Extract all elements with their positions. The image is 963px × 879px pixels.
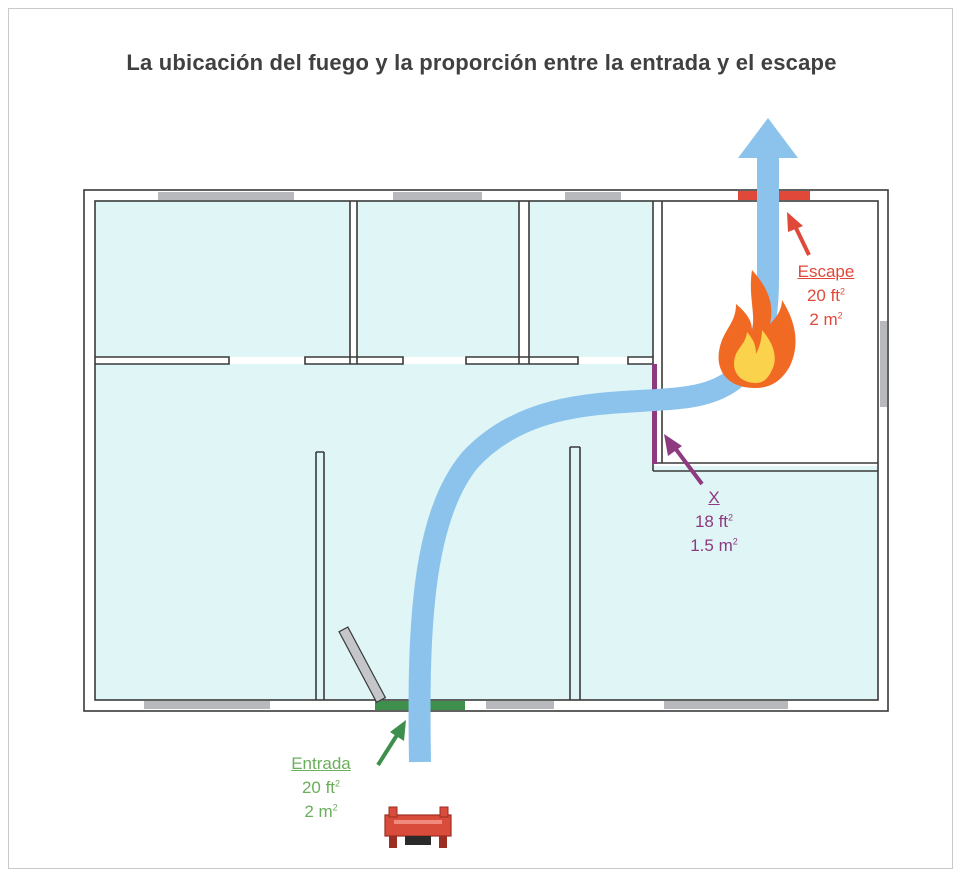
entrada-name: Entrada bbox=[291, 754, 351, 773]
entrada-area-ft: 20 ft2 bbox=[301, 778, 341, 797]
x-opening bbox=[652, 364, 657, 464]
entrada-pointer-arrow bbox=[376, 720, 406, 767]
room-bottom-right bbox=[580, 466, 878, 700]
walls bbox=[83, 189, 889, 712]
room-top-left bbox=[95, 201, 350, 357]
escape-area-m: 2 m2 bbox=[809, 310, 843, 329]
fire-icon bbox=[718, 270, 796, 388]
windows bbox=[144, 192, 887, 709]
x-label: X 18 ft2 1.5 m2 bbox=[668, 486, 760, 558]
escape-area-ft: 20 ft2 bbox=[806, 286, 846, 305]
escape-pointer-arrow bbox=[787, 212, 811, 256]
fire-truck-icon bbox=[384, 806, 452, 848]
diagram-title: La ubicación del fuego y la proporción e… bbox=[126, 50, 837, 75]
room-bottom-left bbox=[95, 364, 316, 700]
entrada-area-m: 2 m2 bbox=[304, 802, 338, 821]
x-area-ft: 18 ft2 bbox=[694, 512, 734, 531]
escape-name: Escape bbox=[797, 262, 855, 281]
x-pointer-arrow bbox=[664, 434, 704, 486]
x-area-m: 1.5 m2 bbox=[690, 536, 738, 555]
room-top-center bbox=[357, 201, 519, 357]
escape-label: Escape 20 ft2 2 m2 bbox=[780, 260, 872, 332]
door-leaf bbox=[338, 626, 387, 704]
entrada-label: Entrada 20 ft2 2 m2 bbox=[262, 752, 380, 824]
room-fills bbox=[95, 201, 878, 700]
x-name: X bbox=[708, 488, 720, 507]
room-top-right-small bbox=[529, 201, 653, 357]
